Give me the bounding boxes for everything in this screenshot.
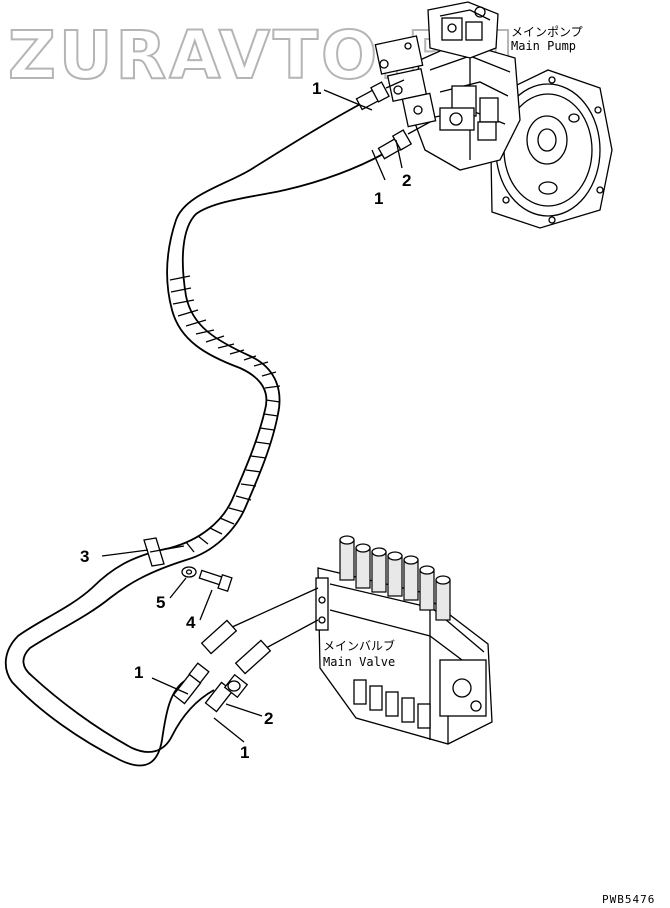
main-valve-label-en: Main Valve xyxy=(323,655,395,669)
callout-clamp: 3 xyxy=(80,547,89,566)
callout-hose-lower-left: 1 xyxy=(134,663,143,682)
callout-hose-lower-right: 1 xyxy=(240,743,249,762)
callout-hose-upper-right: 1 xyxy=(374,189,383,208)
callout-fitting-upper: 2 xyxy=(402,171,411,190)
main-valve-label-jp: メインバルブ xyxy=(323,638,395,653)
main-pump-label-jp: メインポンプ xyxy=(511,25,583,39)
callout-bolt: 4 xyxy=(186,613,196,632)
spiral-guard xyxy=(169,275,281,553)
main-pump-label-en: Main Pump xyxy=(511,39,576,53)
leader-lines xyxy=(101,89,403,743)
callout-fitting-lower: 2 xyxy=(264,709,273,728)
callout-hose-upper-left: 1 xyxy=(312,79,321,98)
hose-route xyxy=(4,79,431,767)
lower-hose-fittings xyxy=(172,662,249,713)
clamp-assembly xyxy=(143,537,233,593)
callout-washer: 5 xyxy=(156,593,165,612)
main-pump-assembly xyxy=(374,1,613,229)
main-valve-assembly xyxy=(200,535,493,745)
drawing-code: PWB5476 xyxy=(602,893,655,906)
